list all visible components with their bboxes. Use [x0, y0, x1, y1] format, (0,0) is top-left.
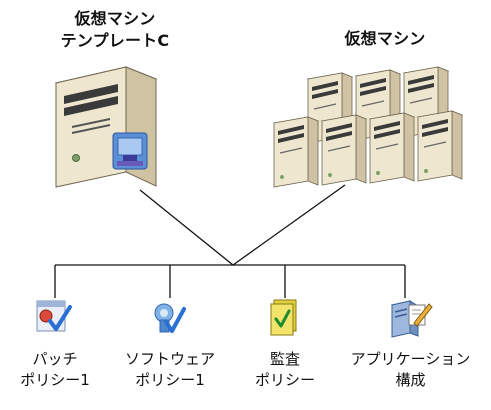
template-title-line1: 仮想マシン: [74, 9, 156, 28]
virtual-machine-server-icon: [272, 116, 320, 188]
policy-label-line2: ポリシー1: [135, 371, 205, 389]
template-title-line2: テンプレートC: [60, 31, 170, 50]
virtual-machine-server-icon: [368, 112, 416, 184]
template-badge-icon: [112, 132, 148, 170]
policy-label-line2: ポリシー1: [20, 371, 90, 389]
vms-title: 仮想マシン: [344, 29, 426, 48]
policy-label-software: ソフトウェア ポリシー1: [110, 349, 230, 391]
patch-policy-icon: [36, 300, 72, 332]
template-connector: [139, 189, 234, 266]
virtual-machine-server-icon: [320, 114, 368, 186]
policy-label-line1: パッチ: [32, 350, 78, 368]
vms-connector: [232, 184, 346, 266]
policy-label-line1: ソフトウェア: [124, 350, 215, 368]
policy-label-line1: 監査: [269, 350, 300, 368]
virtual-machine-server-icon: [416, 110, 464, 182]
application-config-icon: [390, 300, 433, 338]
policy-label-audit: 監査 ポリシー: [235, 349, 335, 391]
policy-label-line2: ポリシー: [254, 371, 315, 389]
policy-label-line1: アプリケーション: [350, 350, 471, 368]
policy-label-app: アプリケーション 構成: [338, 349, 483, 391]
policy-label-line2: 構成: [395, 371, 426, 389]
policy-label-patch: パッチ ポリシー1: [0, 349, 110, 391]
audit-policy-icon: [270, 299, 297, 336]
software-policy-icon: [154, 303, 186, 333]
template-title: 仮想マシン テンプレートC: [40, 8, 190, 52]
